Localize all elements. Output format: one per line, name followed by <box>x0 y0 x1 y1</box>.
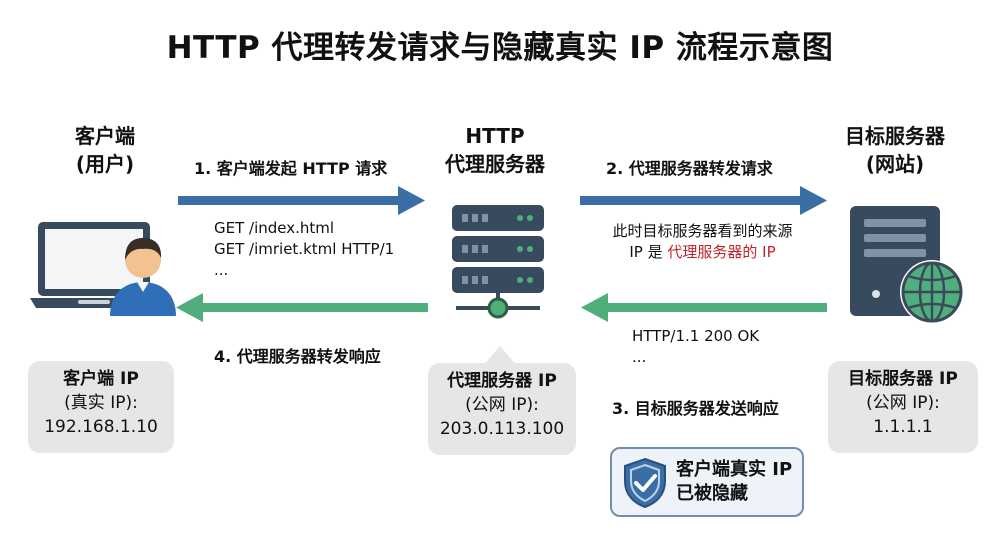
hidden-line2: 已被隐藏 <box>676 483 748 504</box>
proxy-ip-type: (公网 IP): <box>465 395 539 415</box>
step2-label: 2. 代理服务器转发请求 <box>606 159 773 178</box>
proxy-ip-box: 代理服务器 IP (公网 IP): 203.0.113.100 <box>428 363 576 455</box>
note-line2-prefix: IP 是 <box>629 243 663 261</box>
arrow-step4 <box>176 293 428 322</box>
proxy-ip-label: 代理服务器 IP <box>447 371 557 391</box>
target-ip-label: 目标服务器 IP <box>848 369 958 389</box>
request-line: GET /imriet.ktml HTTP/1 <box>214 240 395 258</box>
server-rack-icon <box>452 205 544 319</box>
arrow-step2 <box>580 186 827 215</box>
note-line1: 此时目标服务器看到的来源 <box>612 222 793 240</box>
client-ip-type: (真实 IP): <box>64 393 138 413</box>
note-line2: IP 是 代理服务器的 IP <box>590 242 815 263</box>
response-line: HTTP/1.1 200 OK <box>632 327 760 345</box>
client-ip-box: 客户端 IP (真实 IP): 192.168.1.10 <box>28 361 174 453</box>
proxy-title-line1: HTTP <box>465 124 525 148</box>
client-title-line2: (用户) <box>75 152 135 176</box>
laptop-user-icon <box>30 222 176 316</box>
target-title-line1: 目标服务器 <box>845 124 945 148</box>
target-title-line2: (网站) <box>865 152 925 176</box>
hidden-notice-text: 客户端真实 IP 已被隐藏 <box>676 458 792 506</box>
response-lines: HTTP/1.1 200 OK ... <box>632 326 759 368</box>
response-line: ... <box>632 348 647 366</box>
client-title-line1: 客户端 <box>75 124 135 148</box>
target-ip-type: (公网 IP): <box>866 393 940 413</box>
hidden-line1: 客户端真实 IP <box>676 459 793 480</box>
client-ip-value: 192.168.1.10 <box>44 417 158 437</box>
target-ip-box: 目标服务器 IP (公网 IP): 1.1.1.1 <box>828 361 978 453</box>
ip-hidden-notice: 客户端真实 IP 已被隐藏 <box>610 447 804 517</box>
proxy-node-title: HTTP 代理服务器 <box>420 122 570 178</box>
request-line: ... <box>214 261 229 279</box>
arrow-step1 <box>178 186 425 215</box>
client-node-title: 客户端 (用户) <box>40 122 170 178</box>
step4-label: 4. 代理服务器转发响应 <box>214 347 381 366</box>
step3-label: 3. 目标服务器发送响应 <box>612 399 779 418</box>
target-ip-value: 1.1.1.1 <box>873 417 933 437</box>
step1-label: 1. 客户端发起 HTTP 请求 <box>194 159 388 178</box>
request-line: GET /index.html <box>214 219 335 237</box>
arrow-step3 <box>581 293 827 322</box>
target-sees-note: 此时目标服务器看到的来源 IP 是 代理服务器的 IP <box>590 221 815 263</box>
target-node-title: 目标服务器 (网站) <box>820 122 970 178</box>
note-line2-highlight: 代理服务器的 IP <box>667 243 776 261</box>
proxy-ip-value: 203.0.113.100 <box>439 419 565 439</box>
proxy-box-pointer <box>483 346 517 366</box>
server-globe-icon <box>850 206 964 324</box>
page-title: HTTP 代理转发请求与隐藏真实 IP 流程示意图 <box>166 30 834 66</box>
shield-check-icon <box>624 457 666 509</box>
request-lines: GET /index.html GET /imriet.ktml HTTP/1 … <box>214 218 394 281</box>
proxy-title-line2: 代理服务器 <box>445 152 545 176</box>
client-ip-label: 客户端 IP <box>63 369 139 389</box>
